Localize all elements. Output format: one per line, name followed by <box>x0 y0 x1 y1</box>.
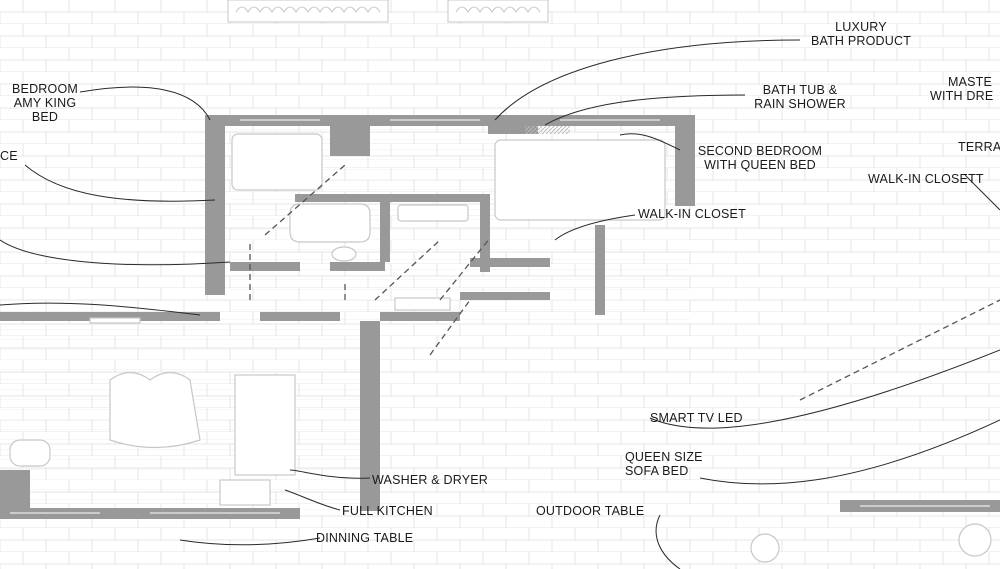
sofa-bed-line-2: SOFA BED <box>625 464 689 478</box>
bath-tub-line-2: RAIN SHOWER <box>754 97 846 111</box>
outdoor-chair-icon <box>958 523 992 557</box>
tv-icon <box>89 317 141 324</box>
master-right-line-2: WITH DRE <box>930 89 994 103</box>
plant-icon <box>227 0 549 23</box>
circulation-arrows <box>249 164 1000 401</box>
left-partial-label: CE <box>0 149 18 163</box>
bed-icon <box>231 133 323 191</box>
second-bedroom-label: SECOND BEDROOM WITH QUEEN BED <box>675 144 845 172</box>
bath-tub-label: BATH TUB & RAIN SHOWER <box>740 83 860 111</box>
walk-in-closet-label: WALK-IN CLOSET <box>638 207 746 221</box>
second-bedroom-line-1: SECOND BEDROOM <box>697 144 823 158</box>
shower-grate-icon <box>525 126 570 134</box>
sink-icon <box>397 204 469 222</box>
second-bed-icon <box>494 139 666 221</box>
walk-in-closet-right-label: WALK-IN CLOSETT <box>868 172 984 186</box>
sofa-bed-label: QUEEN SIZE SOFA BED <box>625 450 703 478</box>
luxury-bath-label: LUXURY BATH PRODUCT <box>796 20 926 48</box>
dining-table-icon <box>9 439 51 467</box>
master-right-line-1: MASTE <box>948 75 993 89</box>
luxury-bath-line-1: LUXURY <box>835 20 887 34</box>
kitchen-icon <box>234 374 296 476</box>
washer-icon <box>219 479 271 506</box>
washer-dryer-label: WASHER & DRYER <box>372 473 489 487</box>
bathtub-icon <box>289 203 371 243</box>
master-bedroom-left-line-1: BEDROOM <box>12 82 78 96</box>
toilet-icon <box>331 246 357 262</box>
smart-tv-label: SMART TV LED <box>650 411 743 425</box>
dinning-table-label: DINNING TABLE <box>316 531 414 545</box>
luxury-bath-line-2: BATH PRODUCT <box>810 34 912 48</box>
master-right-label: MASTE WITH DRE <box>930 75 993 103</box>
closet-icon <box>394 297 451 311</box>
chair-icon <box>750 533 780 563</box>
sofa-bed-line-1: QUEEN SIZE <box>625 450 703 464</box>
sofa-icon <box>109 371 201 449</box>
terrace-label: TERRA <box>958 140 1000 154</box>
master-bedroom-left-line-3: BED <box>31 110 59 124</box>
second-bedroom-line-2: WITH QUEEN BED <box>704 158 816 172</box>
bath-tub-line-1: BATH TUB & <box>762 83 838 97</box>
leader-lines <box>0 39 1000 569</box>
outdoor-table-label: OUTDOOR TABLE <box>536 504 645 518</box>
master-bedroom-left-label: BEDROOM AMY KING BED <box>0 82 90 124</box>
windows <box>10 119 990 514</box>
full-kitchen-label: FULL KITCHEN <box>342 504 433 518</box>
master-bedroom-left-line-2: AMY KING <box>13 96 77 110</box>
